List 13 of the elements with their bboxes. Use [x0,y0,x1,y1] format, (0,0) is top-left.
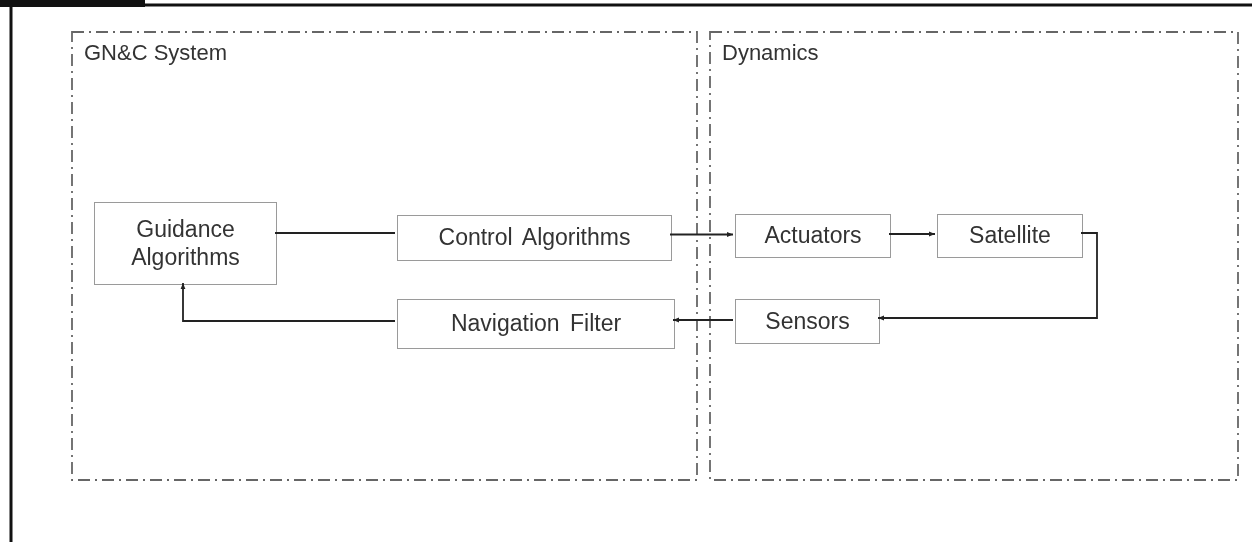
arrow [180,282,396,322]
process-box: Actuators [735,214,891,258]
group-title: Dynamics [722,40,819,66]
process-box: Navigation Filter [397,299,675,349]
process-box: Guidance Algorithms [94,202,277,285]
arrow [669,232,734,237]
process-box: Satellite [937,214,1083,258]
process-box: Sensors [735,299,880,344]
process-box: Control Algorithms [397,215,672,261]
arrow [672,317,734,323]
arrow [877,232,1098,321]
arrow [888,231,936,237]
group-title: GN&C System [84,40,228,66]
